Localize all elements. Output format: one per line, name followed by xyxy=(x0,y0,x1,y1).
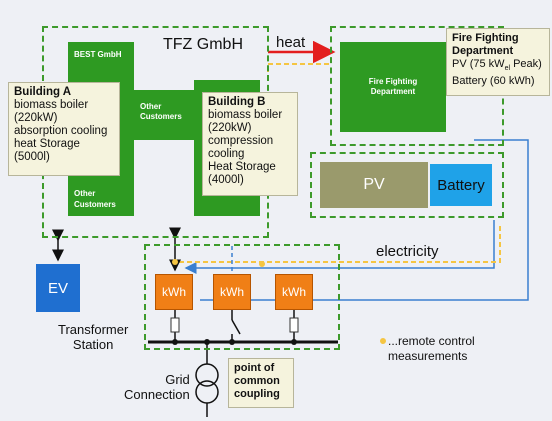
fire-dept-pv-line: PV (75 kWel Peak) xyxy=(452,58,544,75)
best-label: BEST GmbH xyxy=(74,50,122,59)
pv-block: PV xyxy=(320,162,428,208)
kwh-meter: kWh xyxy=(155,274,193,310)
transformer-coil-top xyxy=(195,363,219,387)
legend: ...remote control measurements xyxy=(388,334,475,364)
building-b-title: Building B xyxy=(208,96,266,108)
kwh-meter: kWh xyxy=(275,274,313,310)
tfz-label: TFZ GmbH xyxy=(163,36,243,53)
building-a-line: (5000l) xyxy=(14,151,50,163)
building-a-note: Building A biomass boiler (220kW) absorp… xyxy=(8,82,120,176)
pcc-line: point of xyxy=(234,362,275,374)
building-b-line: Heat Storage xyxy=(208,161,276,173)
grid-connection-label: Grid Connection xyxy=(124,372,190,402)
transformer-label: Transformer Station xyxy=(58,322,128,352)
grid-label-line: Grid xyxy=(165,372,190,387)
building-b-line: compression xyxy=(208,135,274,147)
open-switch xyxy=(231,319,241,335)
fire-dept-title: Fire Fighting Department xyxy=(452,32,519,57)
electricity-line xyxy=(184,220,495,274)
measurement-dot xyxy=(259,261,265,267)
building-a-line: heat Storage xyxy=(14,138,80,150)
transformer-label-line: Station xyxy=(72,337,114,352)
pcc-line: common xyxy=(234,375,280,387)
pv-capacity-suffix: Peak) xyxy=(510,58,542,70)
legend-line: ...remote control xyxy=(388,334,475,348)
building-a-line: biomass boiler xyxy=(14,99,89,111)
fire-dept-battery-line: Battery (60 kWh) xyxy=(452,75,535,88)
building-b-line: cooling xyxy=(208,148,245,160)
building-b-line: (4000l) xyxy=(208,174,244,186)
legend-dot xyxy=(380,338,386,344)
pv-capacity-sub: el xyxy=(504,65,511,73)
connector-block: Other Customers xyxy=(134,90,194,140)
transformer-label-line: Transformer xyxy=(58,322,129,337)
transformer-coil-bottom xyxy=(195,380,219,404)
ev-block: EV xyxy=(36,264,80,312)
pv-capacity-text: PV (75 kW xyxy=(452,58,505,70)
battery-block: Battery xyxy=(430,164,492,206)
building-b-line: biomass boiler xyxy=(208,109,283,121)
other-customers-bottom-label: Other Customers xyxy=(74,189,116,209)
pcc-line: coupling xyxy=(234,388,280,400)
building-a-line: absorption cooling xyxy=(14,125,108,137)
fire-dept-block: Fire Fighting Department xyxy=(340,42,446,132)
fire-dept-note: Fire Fighting Department PV (75 kWel Pea… xyxy=(446,28,550,96)
building-b-note: Building B biomass boiler (220kW) compre… xyxy=(202,92,298,196)
heat-measurement-line xyxy=(267,63,332,72)
kwh-meter: kWh xyxy=(213,274,251,310)
other-customers-mid-label: Other Customers xyxy=(140,102,182,121)
building-b-line: (220kW) xyxy=(208,122,252,134)
legend-line: measurements xyxy=(388,349,468,363)
measurement-dot xyxy=(172,259,178,265)
pv-battery-group xyxy=(310,152,504,218)
building-a-line: (220kW) xyxy=(14,112,58,124)
electricity-measurement-line xyxy=(175,226,501,263)
fire-dept-inner-label: Fire Fighting Department xyxy=(368,77,418,96)
building-a-title: Building A xyxy=(14,86,72,98)
electricity-label: electricity xyxy=(376,243,439,260)
pcc-note: point of common coupling xyxy=(228,358,294,408)
grid-label-line: Connection xyxy=(124,387,190,402)
meter-group xyxy=(144,244,340,350)
heat-label: heat xyxy=(276,34,306,51)
fire-dept-electric-line xyxy=(200,139,529,301)
